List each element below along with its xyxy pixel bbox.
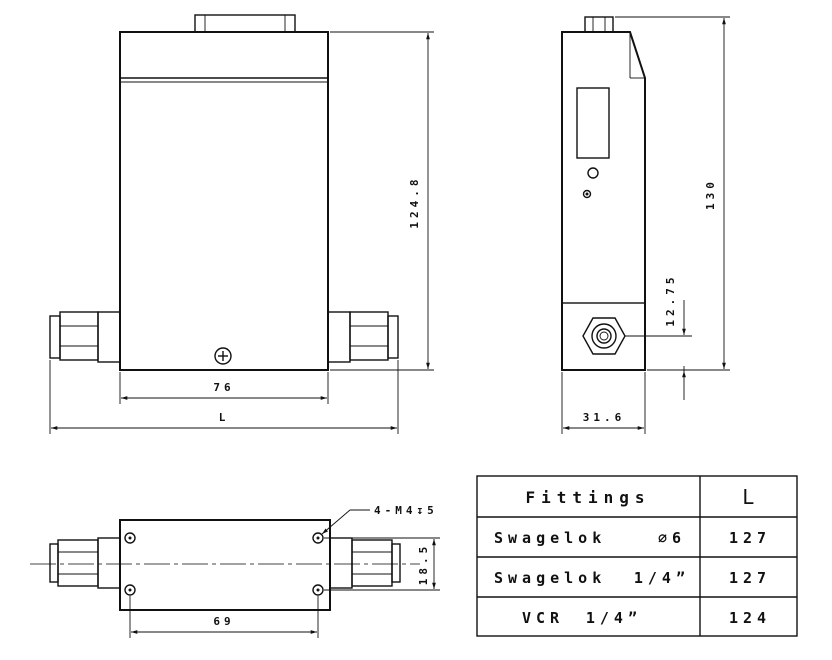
dim-bottom-depth: 18.5 xyxy=(417,543,430,586)
table-header-length: L xyxy=(742,485,754,509)
left-fitting xyxy=(49,311,121,363)
dim-front-width: 76 xyxy=(213,381,234,394)
mount-hole-icon xyxy=(312,532,324,544)
table-cell-length: 124 xyxy=(729,609,771,627)
fittings-table: Fittings L Swagelok ∅6 127 Swagelok 1/4”… xyxy=(476,475,798,637)
dim-port-height: 12.75 xyxy=(664,273,677,326)
dim-side-height: 130 xyxy=(704,178,717,210)
dim-mount-holes: 4-M4↧5 xyxy=(374,504,438,517)
table-cell-size: ∅6 xyxy=(658,529,686,547)
right-fitting xyxy=(327,311,399,363)
table-cell-size: 1/4” xyxy=(586,609,642,627)
dim-bottom-spacing: 69 xyxy=(213,615,234,628)
mount-hole-icon xyxy=(124,584,136,596)
dim-front-height: 124.8 xyxy=(408,175,421,228)
table-cell-length: 127 xyxy=(729,569,771,587)
bottom-view: 4-M4↧5 69 18.5 xyxy=(30,504,440,638)
led-indicator xyxy=(587,167,599,179)
table-cell-size: 1/4” xyxy=(634,569,690,587)
hex-fitting-icon xyxy=(582,317,626,355)
dim-side-width: 31.6 xyxy=(583,411,626,424)
side-base-block xyxy=(561,302,646,371)
bottom-body xyxy=(119,519,331,611)
dim-overall-length: L xyxy=(219,411,230,424)
table-cell-fitting: Swagelok xyxy=(494,569,606,587)
front-view: 76 L 124.8 xyxy=(49,14,434,434)
mount-hole-icon xyxy=(312,584,324,596)
display-window xyxy=(576,87,610,159)
table-header-fittings: Fittings xyxy=(525,488,650,507)
front-body xyxy=(119,31,329,371)
mount-hole-icon xyxy=(124,532,136,544)
table-cell-fitting: Swagelok xyxy=(494,529,606,547)
table-cell-length: 127 xyxy=(729,529,771,547)
side-connector xyxy=(584,16,614,33)
screw-icon xyxy=(214,347,232,365)
top-connector xyxy=(194,14,296,33)
table-cell-fitting: VCR xyxy=(522,609,564,627)
side-body xyxy=(561,31,646,371)
side-view: 130 12.75 31.6 xyxy=(561,16,730,434)
